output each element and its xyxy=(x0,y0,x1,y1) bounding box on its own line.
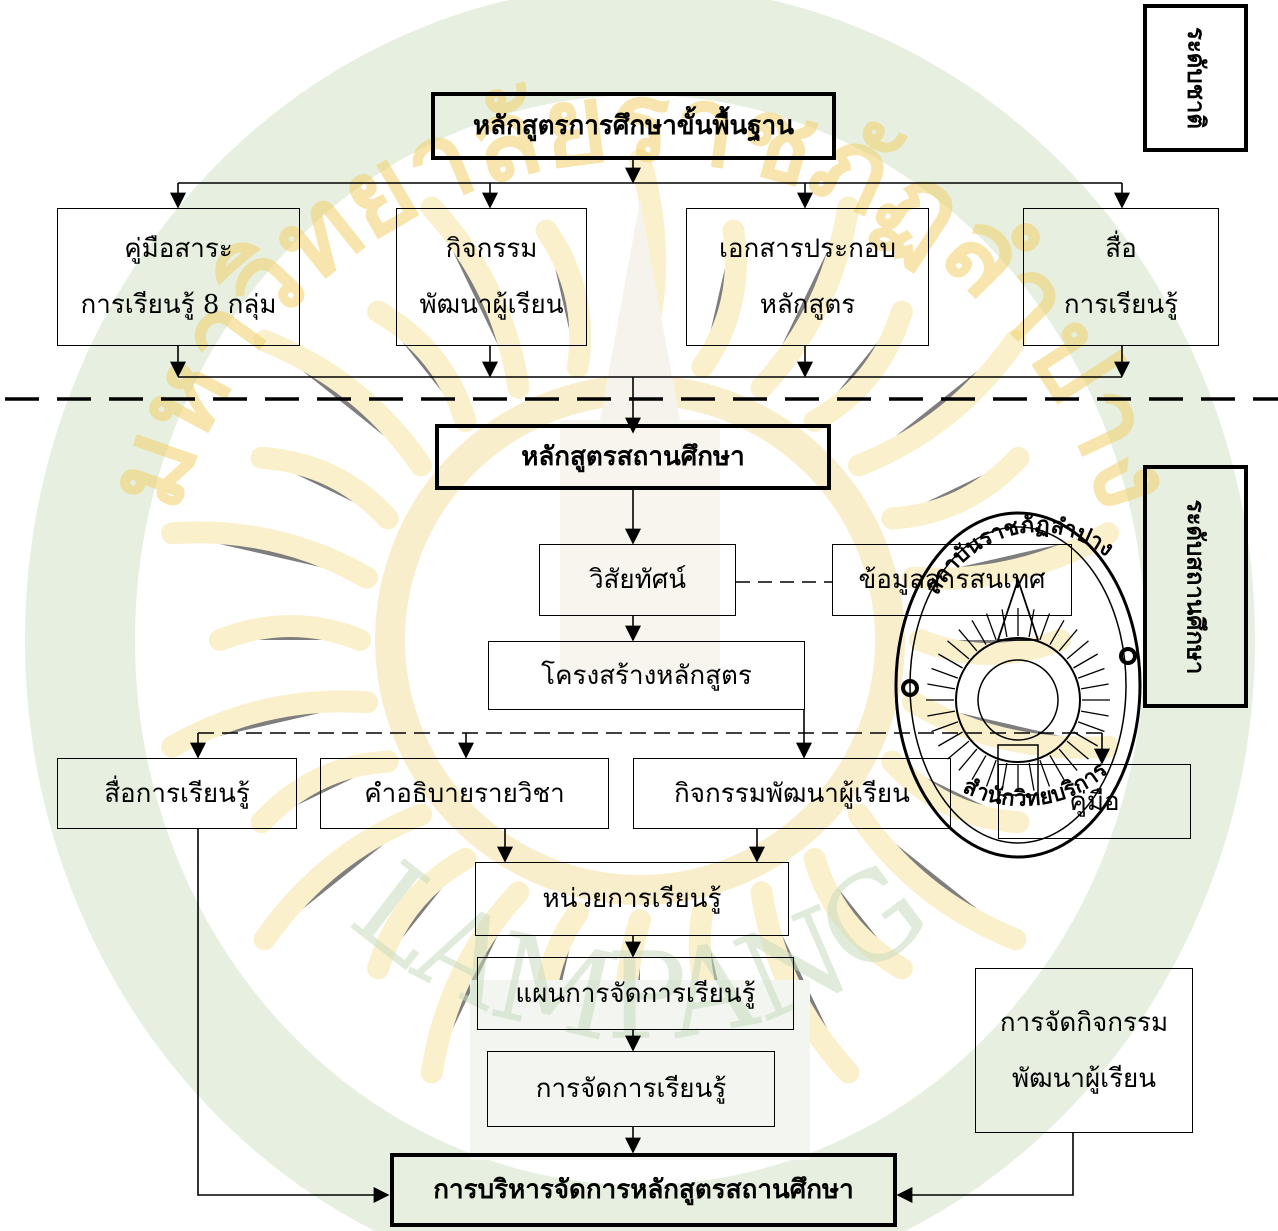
learning-area-manual-box: คู่มือสาระ การเรียนรู้ 8 กลุ่ม xyxy=(57,208,300,346)
sun-ray xyxy=(209,615,371,651)
sun-ray xyxy=(750,196,860,399)
learner-development-activities-box: กิจกรรมพัฒนาผู้เรียน xyxy=(633,758,951,829)
sun-ray xyxy=(691,219,747,379)
sun-ray xyxy=(535,219,592,379)
national-level-label: ระดับชาติ xyxy=(1143,4,1248,152)
learning-management-box: การจัดการเรียนรู้ xyxy=(487,1051,775,1127)
learner-development-activity-box: กิจกรรม พัฒนาผู้เรียน xyxy=(396,208,587,346)
sun-ray xyxy=(420,881,530,1084)
sun-ray xyxy=(367,847,477,980)
sun-ray xyxy=(253,329,433,477)
manual-box: คู่มือ xyxy=(998,764,1191,839)
learning-unit-box: หน่วยการเรียนรู้ xyxy=(475,862,789,936)
school-curriculum-box: หลักสูตรสถานศึกษา xyxy=(435,424,831,490)
sun-ray xyxy=(250,750,399,834)
sun-ray xyxy=(847,329,1027,477)
curriculum-structure-box: โครงสร้างหลักสูตร xyxy=(488,641,805,710)
sun-ray xyxy=(420,196,530,399)
sun-ray xyxy=(803,300,913,433)
sun-ray xyxy=(250,446,399,530)
sun-ray xyxy=(803,847,913,980)
sun-ray xyxy=(253,803,433,951)
learning-media-box: สื่อ การเรียนรู้ xyxy=(1023,208,1219,346)
sun-ray xyxy=(367,300,477,433)
curriculum-documents-box: เอกสารประกอบ หลักสูตร xyxy=(686,208,929,346)
vision-box: วิสัยทัศน์ xyxy=(539,544,736,616)
activity-management-box: การจัดกิจกรรม พัฒนาผู้เรียน xyxy=(975,968,1193,1133)
lesson-plan-box: แผนการจัดการเรียนรู้ xyxy=(477,957,794,1030)
sun-ray xyxy=(847,803,1027,951)
school-level-label: ระดับสถานศึกษา xyxy=(1143,465,1248,708)
course-description-box: คำอธิบายรายวิชา xyxy=(320,758,609,829)
information-box: ข้อมูลสารสนเทศ xyxy=(832,544,1072,616)
sun-ray xyxy=(161,521,379,589)
learning-media-school-box: สื่อการเรียนรู้ xyxy=(57,758,297,829)
curriculum-administration-box: การบริหารจัดการหลักสูตรสถานศึกษา xyxy=(390,1153,897,1227)
basic-education-curriculum-box: หลักสูตรการศึกษาขั้นพื้นฐาน xyxy=(431,92,836,160)
sun-ray xyxy=(161,690,379,758)
